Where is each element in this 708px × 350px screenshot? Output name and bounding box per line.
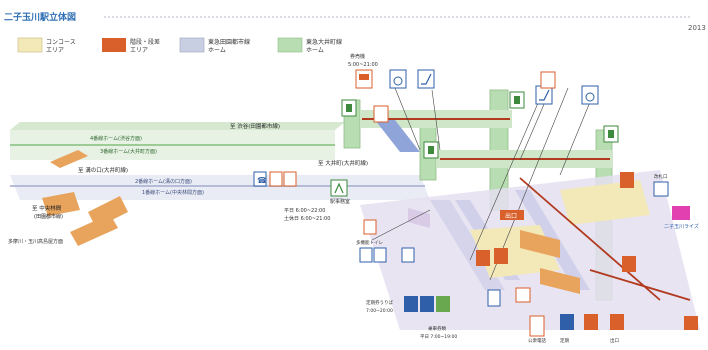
chuorinkan-direction-label: 至 中央林間: [32, 204, 62, 212]
exit-icon-4[interactable]: [622, 256, 636, 272]
office-hours-1: 平日 6:00~22:00: [284, 208, 325, 214]
legend-label-denentoshi-2: ホーム: [208, 47, 226, 54]
exit-icon-3[interactable]: [494, 248, 508, 264]
bottom-info2: 乗車券類: [428, 325, 446, 332]
home1-label: 1番線ホーム(中央林間方面): [142, 189, 204, 196]
path-line-2: [589, 269, 691, 301]
home3-label: 3番線ホーム(大井町方面): [100, 148, 157, 155]
concourse-yellow-area-2: [560, 180, 650, 225]
info-icon[interactable]: [269, 171, 283, 187]
legend-label-concourse-1: コンコース: [46, 39, 76, 46]
upper-platform-top: [10, 122, 345, 130]
fire-extinguisher-icon[interactable]: [529, 315, 545, 337]
page-title: 二子玉川駅立体図: [4, 11, 76, 23]
shibuya-direction-label: 至 渋谷(田園都市線): [230, 122, 280, 130]
lower-platform-floor: [10, 175, 430, 200]
station-office-icon[interactable]: [330, 179, 348, 197]
home4-label: 4番線ホーム(渋谷方面): [90, 135, 142, 142]
legend-swatch-denentoshi: [179, 37, 205, 53]
first-aid-icon[interactable]: [610, 314, 624, 330]
bottom-right-a-label: 公衆電話: [528, 337, 546, 344]
legend-label-oimachi-1: 東急大井町線: [306, 38, 342, 46]
mizonokuchi-direction-label: 至 溝の口(大井町線): [78, 166, 128, 174]
home2-label: 2番線ホーム(溝の口方面): [135, 178, 192, 185]
exit-icon-2[interactable]: [476, 250, 490, 266]
legend-label-stairs-1: 階段・段差: [130, 38, 160, 46]
shop-icon[interactable]: [672, 206, 690, 220]
legend-label-concourse-2: エリア: [46, 47, 64, 54]
legend-label-denentoshi-1: 東急田園都市線: [208, 38, 250, 46]
year-label: 2013: [688, 24, 706, 32]
bottom-left-note: 多摩川・玉川高島屋方面: [8, 238, 63, 245]
multipurpose-label: 多機能トイレ: [356, 239, 383, 246]
exit-banner-label: 出口: [505, 212, 517, 220]
legend: コンコース エリア 階段・段差 エリア 東急田園都市線 ホーム 東急大井町線 ホ…: [17, 37, 342, 54]
info-icon-2[interactable]: [653, 181, 669, 197]
wheelchair-icon-2[interactable]: [581, 85, 599, 105]
toilet-icon[interactable]: [363, 219, 377, 235]
bench-icon[interactable]: [515, 287, 531, 303]
exit-icon-5[interactable]: [684, 316, 698, 330]
office-hours-2: 土休日 6:00~21:00: [284, 215, 330, 222]
right-sub-label: 二子玉川ライズ: [664, 223, 699, 230]
restroom-icon-1[interactable]: [359, 247, 373, 263]
atm-icon[interactable]: [560, 314, 574, 330]
exit-icon[interactable]: [540, 71, 556, 89]
escalator-icon[interactable]: [417, 69, 435, 89]
leader-lines: [371, 79, 591, 281]
restroom-icon-2[interactable]: [373, 247, 387, 263]
coin-locker-icon[interactable]: [283, 171, 297, 187]
bottom-right-b-label: 定期: [560, 337, 569, 344]
ticket-gate-icon[interactable]: [436, 296, 450, 312]
ticket-office-icon-2[interactable]: [420, 296, 434, 312]
phone-glyph: ☎: [257, 176, 267, 185]
exit-banner[interactable]: [500, 210, 524, 220]
station-office-glyph: [334, 182, 344, 194]
left-stairs: [42, 150, 128, 246]
aed-icon[interactable]: [584, 314, 598, 330]
top-icon-label: 券売機: [350, 53, 365, 60]
station-office-label: 駅事務室: [330, 198, 350, 205]
escalator-icon-2[interactable]: [535, 85, 553, 105]
bottom-right-icons: [529, 172, 698, 337]
bottom-info1: 定期券うりば: [366, 299, 393, 306]
bottom-right-c-label: 出口: [610, 337, 619, 344]
phone-icon[interactable]: [253, 171, 267, 187]
right-top-label: 改札口: [654, 173, 668, 180]
ticket-gate-icon-2[interactable]: [620, 172, 634, 188]
bottom-info2-hours: 平日 7:00~19:00: [420, 334, 457, 340]
top-icons: [341, 69, 619, 159]
oimachi-direction-label: 至 大井町(大井町線): [318, 159, 368, 167]
chuorinkan-sub-label: (田園都市線): [34, 213, 63, 220]
stairs-icon-1[interactable]: [373, 105, 389, 123]
bottom-center-icons: [404, 248, 531, 312]
legend-swatch-oimachi: [277, 37, 303, 53]
legend-swatch-stairs: [102, 38, 126, 52]
path-line-1: [519, 177, 661, 301]
bottom-info1-hours: 7:00~20:00: [366, 308, 393, 314]
wheelchair-icon[interactable]: [389, 69, 407, 89]
restroom-icon-3[interactable]: [401, 247, 415, 263]
accessible-icon[interactable]: [487, 289, 501, 307]
legend-swatch-concourse: [17, 37, 43, 53]
legend-label-stairs-2: エリア: [130, 47, 148, 54]
top-hours-label: 5:00~21:00: [348, 62, 378, 68]
ticket-office-icon[interactable]: [404, 296, 418, 312]
legend-label-oimachi-2: ホーム: [306, 47, 324, 54]
